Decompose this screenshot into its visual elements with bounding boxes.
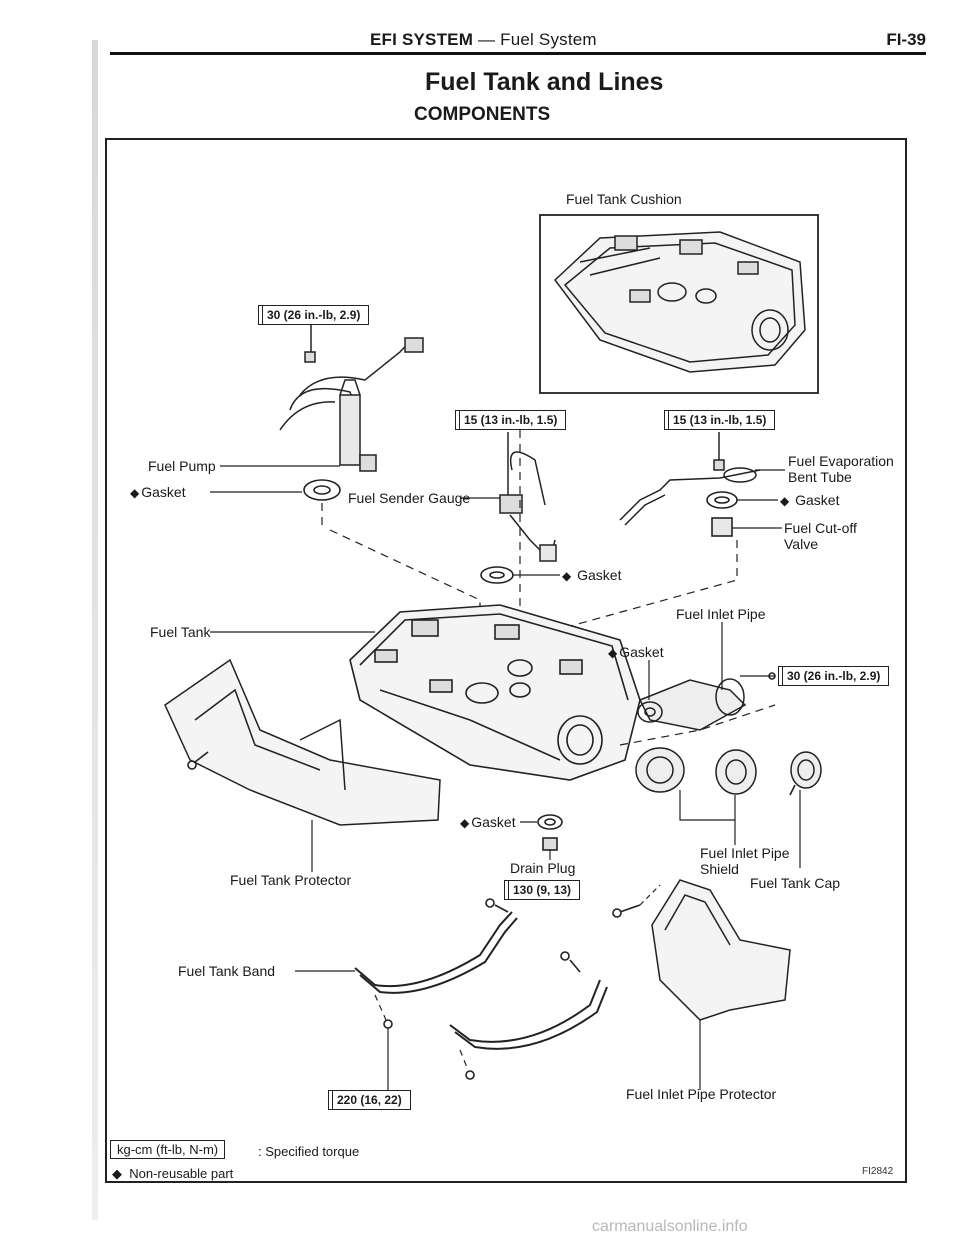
label-fuel-sender-gauge: Fuel Sender Gauge bbox=[348, 490, 471, 506]
label-fuel-inlet-pipe: Fuel Inlet Pipe bbox=[676, 606, 766, 622]
label-fuel-cutoff-valve-line1: Fuel Cut-off bbox=[784, 520, 857, 536]
cushion-inset-box bbox=[539, 214, 819, 394]
fuel-sender-gauge-drawing bbox=[499, 432, 557, 562]
label-fuel-tank-protector: Fuel Tank Protector bbox=[230, 872, 352, 888]
figure-code: FI2842 bbox=[862, 1166, 894, 1177]
label-fuel-evaporation-bent-tube-line1: Fuel Evaporation bbox=[788, 453, 894, 469]
fuel-inlet-pipe-drawing bbox=[637, 678, 747, 731]
legend-torque-units: kg-cm (ft-lb, N-m) bbox=[110, 1140, 226, 1159]
legend-specified-torque: : Specified torque bbox=[258, 1144, 360, 1159]
label-fuel-cutoff-valve-line2: Valve bbox=[784, 536, 818, 552]
torque-box-fuel-sender-gauge: 15 (13 in.-lb, 1.5) bbox=[455, 410, 567, 430]
label-fuel-pump: Fuel Pump bbox=[148, 458, 216, 474]
label-fuel-tank-band: Fuel Tank Band bbox=[178, 963, 276, 979]
label-fuel-inlet-pipe-protector: Fuel Inlet Pipe Protector bbox=[626, 1086, 777, 1102]
label-fuel-inlet-pipe-shield-line2: Shield bbox=[700, 861, 739, 877]
torque-box-fuel-tank-band: 220 (16, 22) bbox=[328, 1090, 411, 1110]
label-fuel-tank-cap: Fuel Tank Cap bbox=[750, 875, 841, 891]
section-title: COMPONENTS bbox=[414, 104, 551, 125]
header-rule bbox=[110, 52, 926, 55]
fuel-tank-cap-drawing bbox=[790, 751, 822, 789]
label-drain-plug: Drain Plug bbox=[510, 860, 576, 876]
label-fuel-tank: Fuel Tank bbox=[150, 624, 211, 640]
page-title: Fuel Tank and Lines bbox=[425, 68, 664, 96]
torque-box-fuel-pump: 30 (26 in.-lb, 2.9) bbox=[258, 305, 370, 325]
page-header: EFI SYSTEM — Fuel System FI-39 bbox=[110, 28, 926, 52]
label-inlet-gasket: ◆Gasket bbox=[608, 644, 664, 660]
label-fuel-evaporation-bent-tube-line2: Bent Tube bbox=[788, 469, 852, 485]
label-drain-gasket: ◆Gasket bbox=[460, 814, 516, 830]
page-number: FI-39 bbox=[886, 30, 926, 49]
diagram-frame bbox=[105, 138, 907, 1183]
watermark: carmanualsonline.info bbox=[592, 1218, 748, 1235]
header-title: EFI SYSTEM — Fuel System bbox=[370, 30, 597, 49]
fuel-tank-band-drawing bbox=[354, 911, 608, 1050]
label-fuel-tank-cushion: Fuel Tank Cushion bbox=[566, 191, 682, 207]
fuel-inlet-pipe-protector-drawing bbox=[651, 879, 791, 1021]
legend-non-reusable-part: ◆ Non-reusable part bbox=[112, 1166, 234, 1181]
torque-box-fuel-evaporation-tube: 15 (13 in.-lb, 1.5) bbox=[664, 410, 776, 430]
page-binding-edge bbox=[92, 40, 98, 1220]
label-fuel-inlet-pipe-shield-line1: Fuel Inlet Pipe bbox=[700, 845, 790, 861]
fuel-evaporation-bent-tube-drawing bbox=[619, 432, 761, 526]
fuel-inlet-pipe-shield-drawing bbox=[635, 747, 757, 795]
pump-gasket-drawing bbox=[303, 479, 341, 501]
fuel-tank-cushion-drawing bbox=[553, 231, 806, 373]
torque-box-fuel-inlet-pipe: 30 (26 in.-lb, 2.9) bbox=[778, 666, 890, 686]
fuel-tank-protector-drawing bbox=[164, 658, 441, 826]
label-evap-gasket: ◆ Gasket bbox=[780, 492, 840, 508]
torque-box-drain-plug: 130 (9, 13) bbox=[504, 880, 581, 900]
label-sender-gasket: ◆ Gasket bbox=[562, 567, 622, 583]
fuel-pump-drawing bbox=[279, 325, 424, 472]
diamond-icon: ◆ bbox=[112, 1166, 122, 1181]
fuel-tank-drawing bbox=[349, 604, 641, 781]
label-pump-gasket: ◆Gasket bbox=[130, 484, 186, 500]
